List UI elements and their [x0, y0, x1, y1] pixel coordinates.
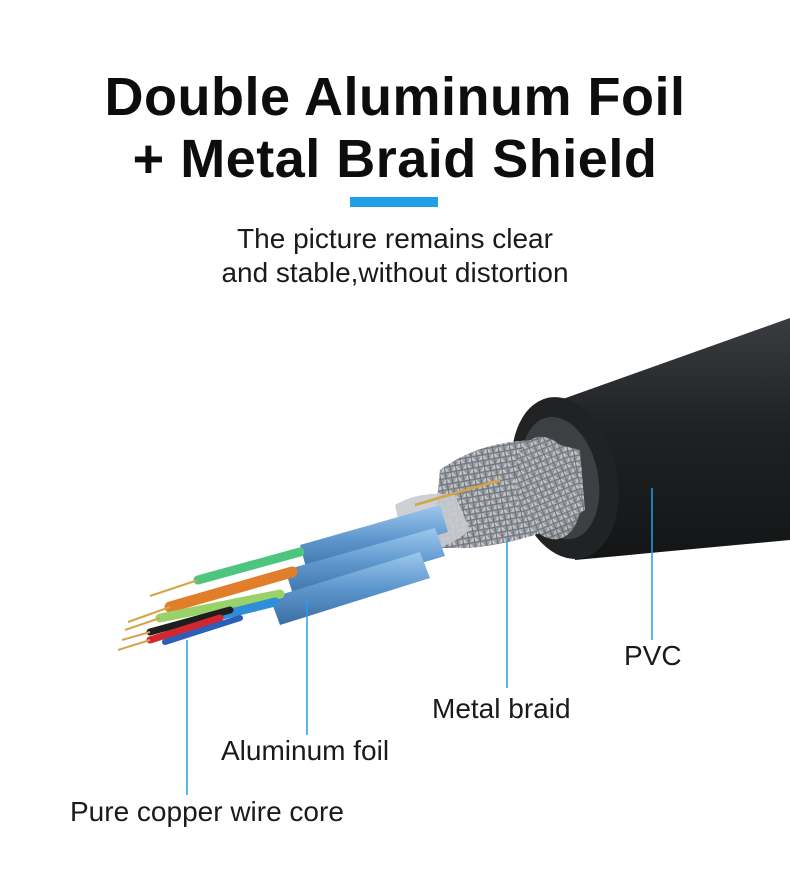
title-line-2: + Metal Braid Shield	[132, 129, 658, 189]
pvc-label: PVC	[624, 640, 682, 671]
title-line-1: Double Aluminum Foil	[104, 67, 686, 127]
subtitle-line-2: and stable,without distortion	[221, 257, 569, 288]
page-title: Double Aluminum Foil + Metal Braid Shiel…	[0, 66, 790, 190]
subtitle: The picture remains clear and stable,wit…	[0, 222, 790, 290]
copper-core-label: Pure copper wire core	[70, 796, 344, 827]
inner-conductors	[146, 547, 305, 645]
leader-lines	[186, 488, 653, 795]
metal-braid-label: Metal braid	[432, 693, 571, 724]
subtitle-line-1: The picture remains clear	[237, 223, 553, 254]
aluminum-foil-label: Aluminum foil	[221, 735, 390, 766]
copper-wire-core	[117, 478, 501, 651]
accent-bar	[350, 197, 438, 207]
metal-braid	[432, 436, 585, 548]
aluminum-foil-wrap	[270, 493, 470, 625]
